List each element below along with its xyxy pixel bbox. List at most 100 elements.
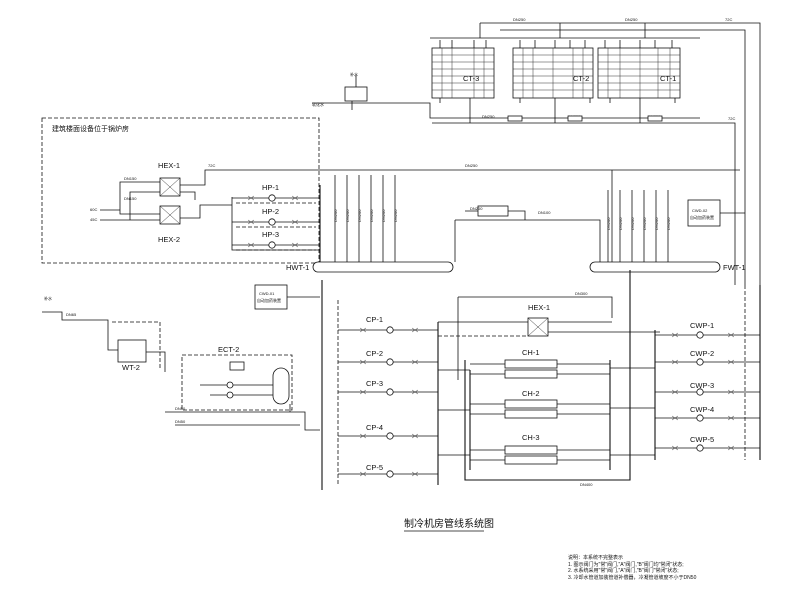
label-hex-2: HEX-2 [158, 235, 180, 244]
fwt-branch-labels: DN200 DN200 DN200 DN200 DN200 DN200 [606, 217, 671, 230]
label-cwp-1: CWP-1 [690, 321, 714, 330]
chilled-pump-cp-1 [338, 326, 438, 334]
cp-valve-marks [359, 327, 419, 477]
label-hwt-1: HWT-1 [286, 263, 309, 272]
label-wt-2: WT-2 [122, 363, 140, 372]
label-ct-3: CT-3 [463, 74, 479, 83]
pipe-label-top-2: DN250 [625, 17, 638, 22]
drawing-notes: 说明：本系统不完整表示 1. 图示阀门为"常"阀门,"A"阀门,"B"阀门均"常… [568, 555, 768, 581]
label-ct-2: CT-2 [573, 74, 589, 83]
label-cwp-3: CWP-3 [690, 381, 714, 390]
chiller-to-cwp-lines [610, 367, 655, 456]
notes-line-3: 3. 冷却水管道加装管道补偿器，冷凝管道坡度不小于DN50 [568, 574, 697, 581]
label-hp-3: HP-3 [262, 230, 279, 239]
label-wt-dn: DN65 [66, 312, 77, 317]
label-hx-out: 45C [90, 217, 97, 222]
dosing-device-cwd-01 [254, 284, 288, 310]
strainer-ct-2 [567, 115, 583, 122]
label-hp-1: HP-1 [262, 183, 279, 192]
condenser-pump-cwp-2 [655, 358, 760, 366]
heat-exchanger-hex-1 [159, 177, 181, 197]
label-cwd-01: CWD-01 [259, 291, 275, 296]
cooling-tower-supply-header [312, 22, 761, 285]
label-cwp-5: CWP-5 [690, 435, 714, 444]
condenser-pump-cwp-3 [655, 388, 760, 396]
pipe-label-top-1: DN250 [513, 17, 526, 22]
notes-heading: 说明：本系统不完整表示 [568, 555, 624, 561]
svg-text:DN200: DN200 [654, 217, 659, 230]
label-ect-dn-1: DN50 [175, 406, 186, 411]
label-makeup-top: 补水 [350, 71, 358, 77]
svg-text:DN200: DN200 [642, 217, 647, 230]
condenser-pump-cwp-4 [655, 414, 760, 422]
dosing-device-cwd-02 [687, 199, 721, 227]
notes-line-1: 1. 图示阀门为"常"阀门,"A"阀门,"B"阀门均"常闭"状态; [568, 561, 684, 568]
label-hp-2: HP-2 [262, 207, 279, 216]
label-cp-3: CP-3 [366, 379, 383, 388]
label-ect-2: ECT-2 [218, 345, 239, 354]
strainer-ct-1 [647, 115, 663, 122]
svg-text:DN200: DN200 [630, 217, 635, 230]
label-ct-1: CT-1 [660, 74, 676, 83]
chilled-pump-cp-3 [338, 388, 438, 396]
label-cwd-01-desc: 自动加药装置 [257, 297, 281, 303]
svg-text:DN200: DN200 [333, 209, 338, 222]
svg-text:DN200: DN200 [369, 209, 374, 222]
chilled-pump-cp-4 [338, 432, 438, 440]
label-hx-in: 60C [90, 207, 97, 212]
cp-to-chiller-lines [438, 369, 470, 456]
label-cp-4: CP-4 [366, 423, 383, 432]
label-bypass-1: DN200 [470, 206, 483, 211]
label-ch-2: CH-2 [522, 389, 540, 398]
chiller-ch-3 [470, 445, 610, 465]
drawing-title: 制冷机房管线系统图 [404, 517, 494, 530]
label-fwt-1: FWT-1 [723, 263, 746, 272]
chilled-pump-cp-5 [338, 470, 438, 478]
label-hx-header: 72C [208, 163, 215, 168]
label-softened: 补水 [44, 295, 52, 301]
heat-exchanger-piping [100, 169, 740, 268]
water-treatment-wt-2 [42, 311, 166, 372]
svg-text:DN200: DN200 [618, 217, 623, 230]
makeup-water-device [344, 75, 368, 110]
header-hwt-1 [312, 175, 454, 273]
label-cwd-02-desc: 自动加药装置 [690, 214, 714, 220]
svg-text:DN200: DN200 [393, 209, 398, 222]
label-hex-1-main: HEX-1 [528, 303, 550, 312]
svg-text:DN200: DN200 [357, 209, 362, 222]
label-makeup-left: 软化水 [312, 101, 324, 107]
chiller-ch-1 [470, 359, 610, 379]
condenser-pump-cwp-1 [655, 331, 760, 339]
label-hex-1: HEX-1 [158, 161, 180, 170]
cooling-tower-ct-3 [431, 40, 495, 99]
pipe-label-top-3: 72C [725, 17, 732, 22]
svg-text:DN200: DN200 [666, 217, 671, 230]
strainer-ct-3 [507, 115, 523, 122]
hot-water-pumps [232, 194, 320, 251]
label-hx-dn-2: DN150 [124, 196, 137, 201]
label-hex-main-dn: DN300 [575, 291, 588, 296]
label-cp-2: CP-2 [366, 349, 383, 358]
ect-piping [165, 404, 320, 431]
svg-text:DN200: DN200 [381, 209, 386, 222]
region-boiler-room [41, 117, 320, 264]
notes-line-2: 2. 水系统采用"常"阀门,"A"阀门,"B"阀门"常闭"状态; [568, 568, 679, 574]
label-cp-1: CP-1 [366, 315, 383, 324]
bypass-valve-group [454, 205, 601, 262]
header-fwt-1 [589, 190, 721, 273]
cooling-tower-ct-1 [597, 40, 681, 99]
label-hx-dn-1: DN150 [124, 176, 137, 181]
heat-exchanger-hex-2 [159, 205, 181, 225]
label-ect-dn-2: DN50 [175, 419, 186, 424]
condenser-pump-header [744, 285, 761, 460]
chiller-headers [464, 270, 656, 481]
expansion-tank-ect-2 [181, 354, 293, 411]
cwp-valve-marks [671, 332, 735, 451]
label-cwd-02: CWD-02 [692, 208, 708, 213]
chilled-pump-cp-2 [338, 358, 438, 366]
label-cwp-2: CWP-2 [690, 349, 714, 358]
region-label: 建筑楼面设备位于锅炉房 [52, 124, 129, 133]
label-cwp-4: CWP-4 [690, 405, 714, 414]
label-hx-main: DN250 [465, 163, 478, 168]
label-ch-3: CH-3 [522, 433, 540, 442]
